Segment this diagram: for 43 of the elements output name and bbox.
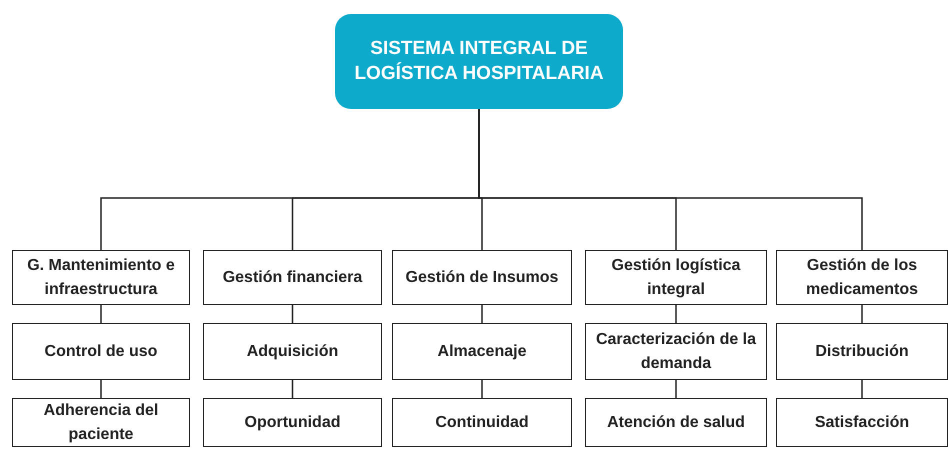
connector-line <box>675 380 677 398</box>
category-box <box>392 323 572 380</box>
box-label: Caracterización de la demanda <box>594 330 758 374</box>
box-label: Oportunidad <box>244 412 342 433</box>
connector-line <box>292 305 294 323</box>
box-label: Satisfacción <box>814 412 910 433</box>
box-label: Adherencia del paciente <box>42 401 160 444</box>
box-label: Control de uso <box>44 342 158 362</box>
category-box <box>203 250 382 305</box>
box-label: Almacenaje <box>436 342 528 362</box>
connector-line <box>481 380 483 398</box>
box-label: Distribución <box>814 342 910 362</box>
category-box <box>585 398 767 447</box>
box-label: SISTEMA INTEGRAL DE LOGÍSTICA HOSPITALARIA <box>353 36 605 86</box>
connector-line <box>478 109 863 250</box>
connector-line <box>100 380 102 398</box>
category-box <box>392 398 572 447</box>
box-label: Gestión logística integral <box>610 256 742 300</box>
category-box <box>12 398 190 447</box>
connector-line <box>100 305 102 323</box>
category-box <box>585 323 767 380</box>
connector-line <box>861 305 863 323</box>
connector-line <box>292 380 294 398</box>
category-box <box>776 398 948 447</box>
connector-line <box>861 380 863 398</box>
connector-line <box>675 305 677 323</box>
category-box <box>203 398 382 447</box>
box-label: Continuidad <box>434 412 530 433</box>
category-box <box>776 323 948 380</box>
category-box <box>776 250 948 305</box>
category-box <box>585 250 767 305</box>
box-label: Gestión de Insumos <box>404 268 560 288</box>
category-box <box>203 323 382 380</box>
box-label: Gestión financiera <box>222 268 364 288</box>
category-box <box>392 250 572 305</box>
title-box <box>335 14 623 109</box>
connector-line <box>481 305 483 323</box>
category-box <box>12 250 190 305</box>
category-box <box>12 323 190 380</box>
box-label: G. Mantenimiento e infraestructura <box>26 256 176 300</box>
box-label: Adquisición <box>246 342 340 362</box>
box-label: Gestión de los medicamentos <box>804 256 920 300</box>
box-label: Atención de salud <box>606 412 746 433</box>
